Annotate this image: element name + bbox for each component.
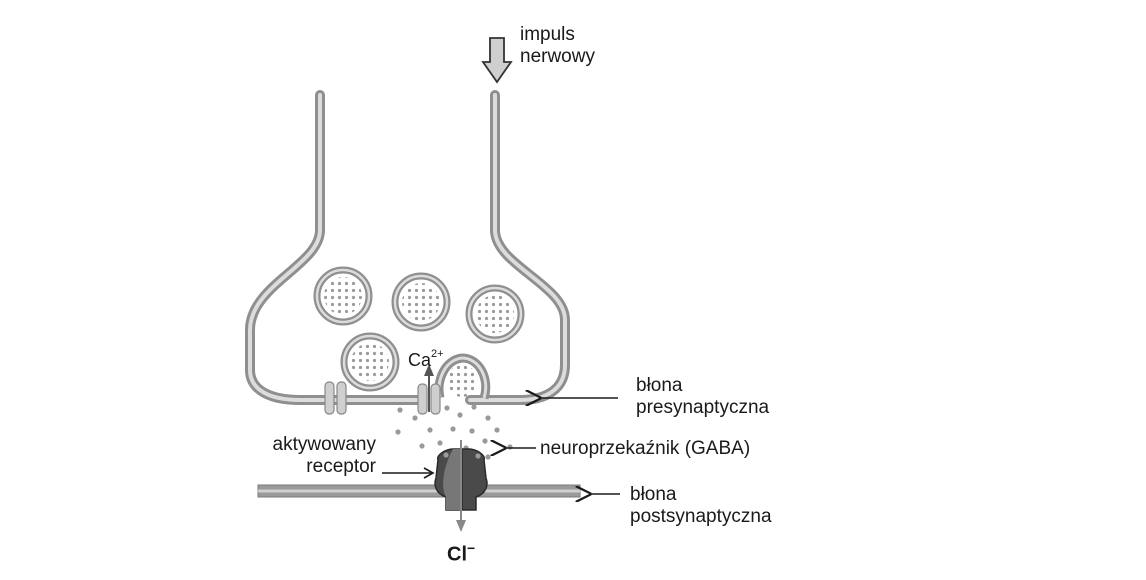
postsynaptic-membrane-label: błona postsynaptyczna <box>630 484 772 528</box>
presynaptic-membrane-label: błona presynaptyczna <box>636 375 769 419</box>
presynaptic-label-line2: presynaptyczna <box>636 397 770 418</box>
calcium-influx-arrow-icon <box>424 364 434 412</box>
vesicle <box>340 332 400 392</box>
receptor-pointer-arrowhead <box>423 467 435 479</box>
vesicle <box>313 266 373 326</box>
impulse-label-line1: impuls <box>520 24 575 45</box>
chloride-charge: − <box>467 540 476 556</box>
postsynaptic-label-line2: postsynaptyczna <box>630 506 772 527</box>
postsynaptic-membrane <box>257 484 581 498</box>
impulse-label: impuls nerwowy <box>520 24 595 68</box>
chloride-influx-arrow-icon <box>456 440 466 532</box>
fusing-vesicle <box>434 353 491 400</box>
receptor-label: aktywowany receptor <box>262 434 377 478</box>
calcium-symbol: Ca <box>408 350 432 370</box>
calcium-charge: 2+ <box>431 348 444 360</box>
receptor-label-line1: aktywowany <box>272 434 377 455</box>
impulse-arrow-icon <box>481 37 513 84</box>
chloride-symbol: Cl <box>447 543 467 566</box>
neurotransmitter-label: neuroprzekaźnik (GABA) <box>540 438 751 459</box>
calcium-channel-right <box>417 383 441 415</box>
vesicle <box>465 284 525 344</box>
chloride-ion-label: Cl− <box>447 540 475 567</box>
postsynaptic-label-line1: błona <box>630 484 677 505</box>
vesicle <box>391 272 451 332</box>
calcium-ion-label: Ca2+ <box>408 348 444 371</box>
presynaptic-label-line1: błona <box>636 375 683 396</box>
impulse-label-line2: nerwowy <box>520 46 595 67</box>
synaptic-vesicles <box>313 266 525 392</box>
activated-receptor <box>434 448 488 511</box>
calcium-channel-left <box>324 381 347 415</box>
receptor-label-line2: receptor <box>306 456 376 477</box>
